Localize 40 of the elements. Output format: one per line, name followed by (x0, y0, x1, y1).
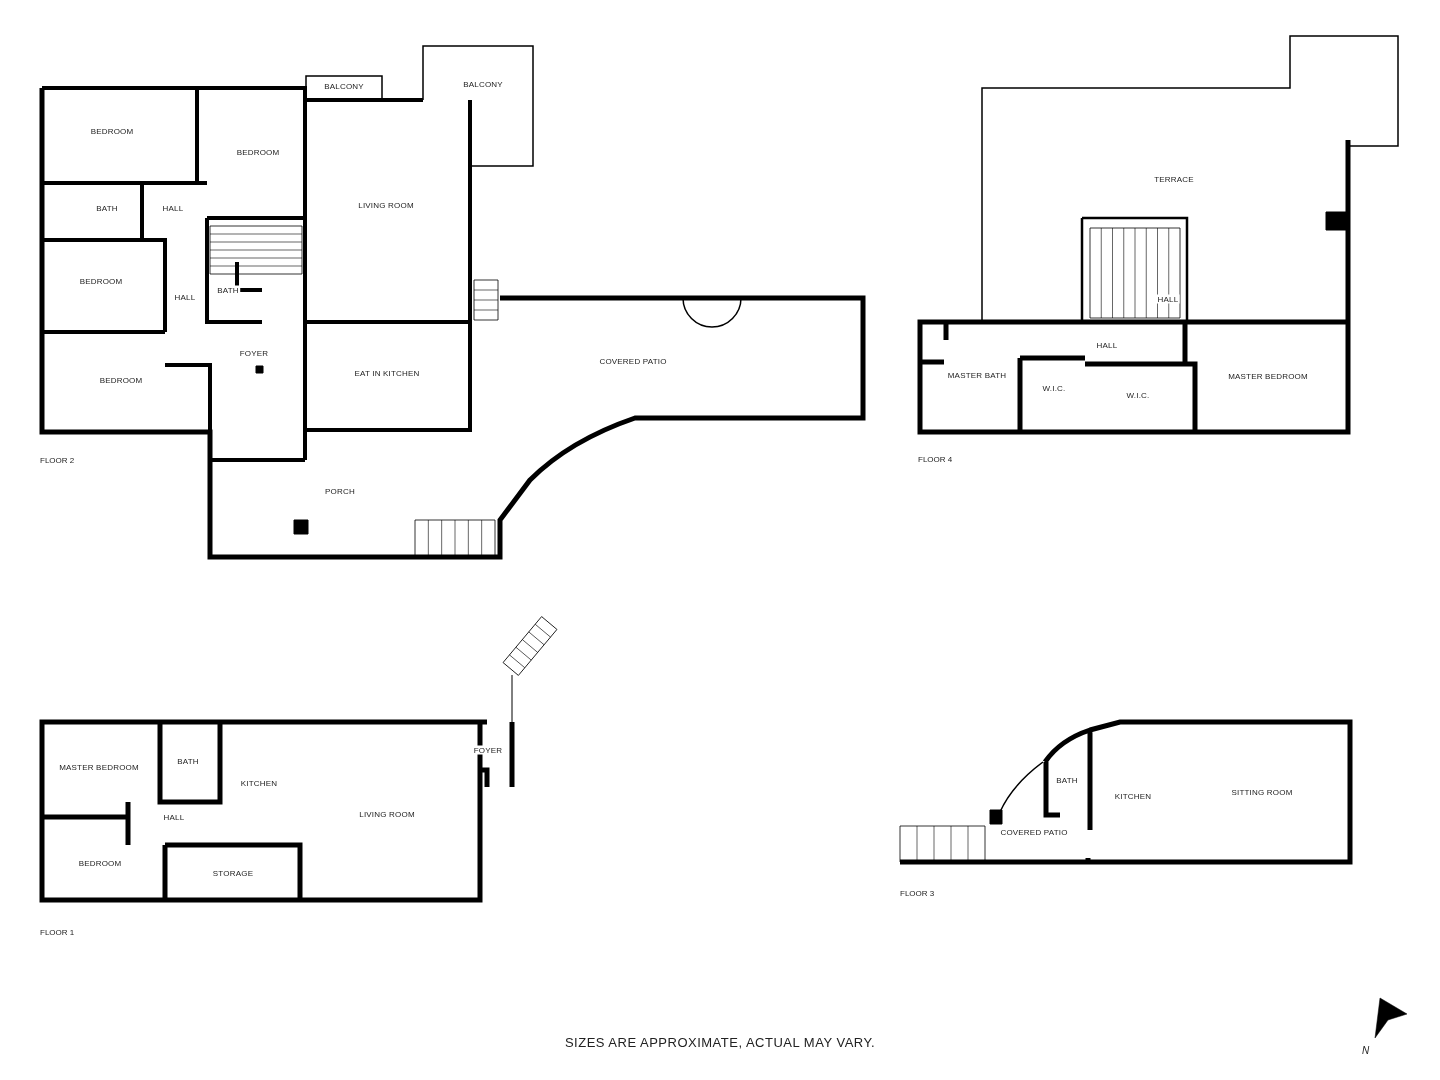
room-label: BATH (95, 203, 119, 213)
room-label: STORAGE (211, 868, 255, 878)
floor-label: FLOOR 4 (918, 455, 953, 464)
room-label: PORCH (324, 486, 356, 496)
room-label: FOYER (238, 348, 270, 358)
floor-label: FLOOR 2 (40, 456, 75, 465)
room-label: W.I.C. (1041, 383, 1067, 393)
room-label: BALCONY (462, 79, 504, 89)
room-label: BEDROOM (98, 375, 144, 385)
room-label: HALL (162, 812, 186, 822)
room-label: KITCHEN (1113, 791, 1153, 801)
room-label: LIVING ROOM (357, 200, 415, 210)
room-label: MASTER BEDROOM (58, 762, 140, 772)
compass-letter: N (1362, 1045, 1370, 1056)
room-label: BALCONY (323, 81, 365, 91)
room-label: TERRACE (1153, 174, 1195, 184)
room-label: LIVING ROOM (358, 809, 416, 819)
room-label: SITTING ROOM (1230, 787, 1294, 797)
room-label: HALL (1095, 340, 1119, 350)
room-label: HALL (161, 203, 185, 213)
room-label: BEDROOM (235, 147, 281, 157)
floor-label: FLOOR 3 (900, 889, 935, 898)
room-label: MASTER BEDROOM (1227, 371, 1309, 381)
room-label: COVERED PATIO (598, 356, 668, 366)
room-label: COVERED PATIO (999, 827, 1069, 837)
room-label: W.I.C. (1125, 390, 1151, 400)
room-label: EAT IN KITCHEN (353, 368, 421, 378)
room-label: BATH (1055, 775, 1079, 785)
room-label: FOYER (472, 745, 504, 755)
room-label: KITCHEN (239, 778, 279, 788)
room-label: BATH (176, 756, 200, 766)
room-label: BEDROOM (78, 276, 124, 286)
room-label: BEDROOM (89, 126, 135, 136)
disclaimer-note: SIZES ARE APPROXIMATE, ACTUAL MAY VARY. (564, 1035, 876, 1050)
room-label: BATH (216, 285, 240, 295)
floor-label: FLOOR 1 (40, 928, 75, 937)
room-label: HALL (1156, 294, 1180, 304)
room-label: MASTER BATH (946, 370, 1008, 380)
room-label: BEDROOM (77, 858, 123, 868)
room-label: HALL (173, 292, 197, 302)
